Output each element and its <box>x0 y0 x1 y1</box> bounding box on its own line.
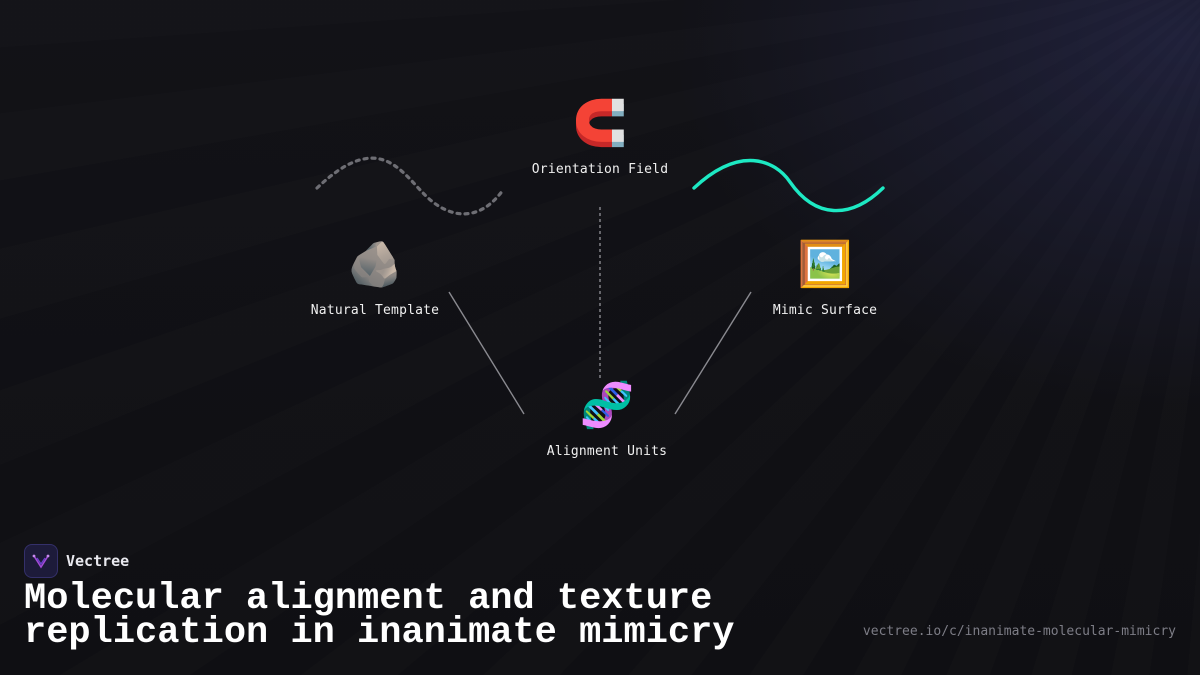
edge-mimic-to-alignment <box>674 291 752 415</box>
rock-icon: 🪨 <box>347 239 403 290</box>
framed-picture-icon: 🖼️ <box>797 239 853 290</box>
node-alignment-units[interactable]: 🧬 Alignment Units <box>487 380 727 459</box>
edge-natural-to-alignment <box>448 291 525 415</box>
magnet-icon: 🧲 <box>572 98 628 149</box>
node-label: Natural Template <box>310 303 440 318</box>
node-label: Orientation Field <box>531 162 669 177</box>
node-label: Alignment Units <box>546 444 668 459</box>
node-mimic-surface[interactable]: 🖼️ Mimic Surface <box>705 239 945 318</box>
node-orientation-field[interactable]: 🧲 Orientation Field <box>480 98 720 177</box>
page-title: Molecular alignment and texture replicat… <box>24 578 735 654</box>
wave-left-dotted <box>315 156 505 216</box>
node-label: Mimic Surface <box>772 303 878 318</box>
vectree-logo-icon <box>24 544 58 578</box>
page-url[interactable]: vectree.io/c/inanimate-molecular-mimicry <box>862 624 1176 639</box>
brand-name: Vectree <box>66 552 130 570</box>
brand[interactable]: Vectree <box>24 544 129 578</box>
node-natural-template[interactable]: 🪨 Natural Template <box>255 239 495 318</box>
wave-right-solid <box>692 158 885 213</box>
dna-icon: 🧬 <box>579 380 635 431</box>
